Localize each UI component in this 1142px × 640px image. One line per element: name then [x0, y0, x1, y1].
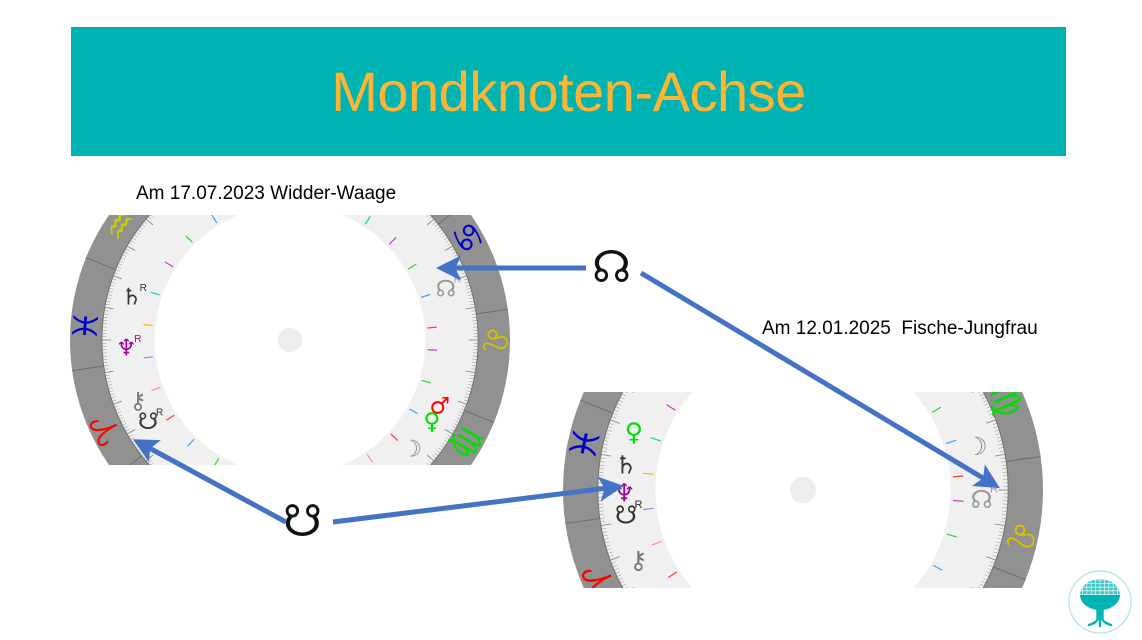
caption-chart-2025: Am 12.01.2025 Fische-Jungfrau: [762, 318, 1038, 339]
sign-pisces-icon: ♓: [70, 309, 107, 342]
svg-text:☊: ☊: [436, 276, 456, 302]
wheel-2025-graphic: ♓♈♌♍♀♄♆☋R⚷☽☊R: [563, 392, 1043, 588]
retrograde-marker: R: [156, 407, 163, 418]
sign-leo-icon: ♌: [474, 325, 510, 355]
svg-text:♀: ♀: [424, 409, 441, 435]
planet-saturn-icon: ♄: [615, 451, 637, 480]
retrograde-marker: R: [134, 334, 141, 345]
retrograde-marker: R: [990, 483, 998, 495]
planet-saturn-icon: ♄R: [121, 283, 146, 311]
planet-north-node-icon: ☊R: [970, 483, 998, 514]
svg-text:☽: ☽: [401, 437, 422, 463]
planet-mars-icon: ♂: [429, 394, 450, 420]
wheel-2023-graphic: ♓♈♒♋♌♍♄R♆R⚷☋R☊R♂♀☽: [70, 215, 510, 465]
planet-chiron-icon: ⚷: [130, 388, 147, 414]
logo-stem: [1087, 607, 1113, 628]
svg-text:♄: ♄: [615, 451, 637, 480]
svg-text:☽: ☽: [965, 432, 987, 461]
svg-text:♂: ♂: [429, 394, 450, 420]
svg-text:♀: ♀: [625, 417, 643, 446]
svg-text:⚷: ⚷: [629, 545, 647, 574]
svg-text:☋: ☋: [138, 409, 158, 435]
north-node-callout-icon: ☊: [592, 242, 632, 293]
caption-chart-2023: Am 17.07.2023 Widder-Waage: [136, 183, 397, 204]
svg-text:♄: ♄: [121, 285, 142, 311]
logo-ring: [1068, 570, 1132, 634]
planet-south-node-icon: ☋R: [138, 407, 163, 435]
page-title: Mondknoten-Achse: [331, 60, 806, 123]
planet-moon-icon: ☽: [965, 432, 987, 461]
planet-moon-icon: ☽: [401, 437, 422, 463]
svg-text:☋: ☋: [615, 500, 637, 529]
planet-south-node-icon: ☋R: [615, 499, 643, 530]
tree-logo: [1068, 570, 1132, 634]
chart-wheel-2025: ♓♈♌♍♀♄♆☋R⚷☽☊R: [563, 392, 1043, 588]
svg-text:☊: ☊: [970, 485, 992, 514]
planet-venus-icon: ♀: [424, 409, 441, 435]
planet-venus-icon: ♀: [625, 417, 643, 446]
retrograde-marker: R: [140, 283, 147, 294]
chart-wheel-2023: ♓♈♒♋♌♍♄R♆R⚷☋R☊R♂♀☽: [70, 215, 510, 465]
retrograde-marker: R: [454, 275, 461, 286]
south-node-callout-icon: ☋: [283, 496, 323, 547]
svg-text:♆: ♆: [116, 336, 137, 362]
logo-bowl: [1080, 595, 1120, 610]
planet-chiron-icon: ⚷: [629, 545, 647, 574]
title-banner: Mondknoten-Achse: [71, 27, 1066, 156]
planet-neptune-icon: ♆R: [116, 334, 141, 362]
svg-text:⚷: ⚷: [130, 388, 147, 414]
retrograde-marker: R: [634, 499, 642, 511]
